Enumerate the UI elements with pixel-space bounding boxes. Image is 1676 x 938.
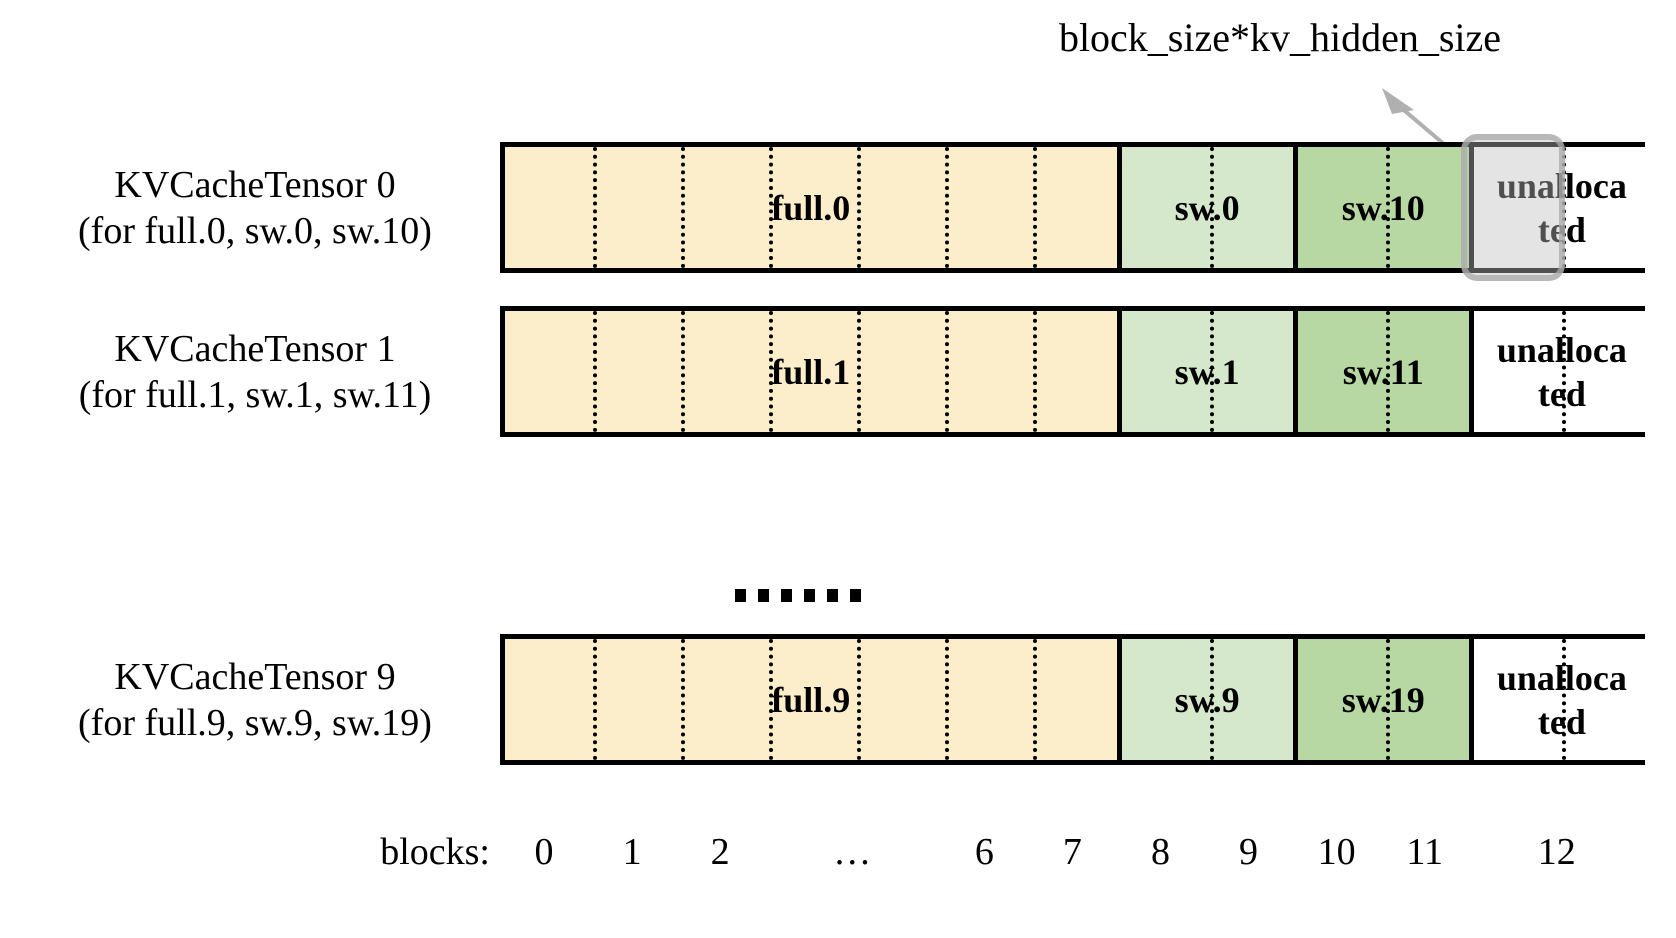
- block-divider: [1209, 639, 1214, 760]
- block-divider: [769, 147, 774, 268]
- block-divider: [945, 147, 950, 268]
- block-divider: [769, 311, 774, 432]
- tensor-row-label: KVCacheTensor 1(for full.1, sw.1, sw.11): [20, 326, 490, 418]
- annotation-label: block_size*kv_hidden_size: [1058, 15, 1502, 60]
- tensor-segment[interactable]: sw.11: [1297, 311, 1474, 432]
- blocks-axis-tick: 8: [1150, 831, 1170, 873]
- block-divider: [593, 311, 598, 432]
- tensor-segment[interactable]: sw.1: [1121, 311, 1298, 432]
- tensor-segment[interactable]: sw.10: [1297, 147, 1474, 268]
- block-divider: [681, 147, 686, 268]
- ellipsis-dot: [758, 589, 769, 602]
- tensor-bar: full.9 sw.9 sw.19 unalloca ted: [500, 634, 1650, 765]
- block-divider: [1385, 311, 1390, 432]
- tensor-segment-label: unalloca ted: [1496, 657, 1627, 742]
- tensor-bar: full.1 sw.1 sw.11 unalloca ted: [500, 306, 1650, 437]
- block-divider: [857, 639, 862, 760]
- block-divider: [769, 639, 774, 760]
- tensor-segment[interactable]: full.9: [505, 639, 1122, 760]
- tensor-segment[interactable]: unalloca ted: [1473, 639, 1650, 760]
- blocks-axis-tick: 6: [974, 831, 994, 873]
- ellipsis-dot: [827, 589, 838, 602]
- tensor-row-label-subtitle: (for full.9, sw.9, sw.19): [78, 701, 432, 744]
- block-divider: [593, 147, 598, 268]
- tensor-segment-label: sw.9: [1174, 679, 1240, 720]
- block-divider: [1209, 311, 1214, 432]
- tensor-row-label: KVCacheTensor 0(for full.0, sw.0, sw.10): [20, 162, 490, 254]
- blocks-axis-title: blocks:: [380, 831, 490, 873]
- block-divider: [1561, 639, 1566, 760]
- ellipsis-dot: [804, 589, 815, 602]
- tensor-segment[interactable]: sw.9: [1121, 639, 1298, 760]
- ellipsis-dot: [850, 589, 861, 602]
- tensor-segment-label: sw.10: [1341, 187, 1425, 228]
- tensor-segment[interactable]: full.1: [505, 311, 1122, 432]
- tensor-segment[interactable]: sw.0: [1121, 147, 1298, 268]
- block-divider: [1209, 147, 1214, 268]
- block-divider: [1385, 639, 1390, 760]
- blocks-axis-tick: 0: [534, 831, 554, 873]
- tensor-segment-label: unalloca ted: [1496, 329, 1627, 414]
- tensor-segment-label: sw.1: [1174, 351, 1240, 392]
- blocks-axis-tick: 10: [1317, 831, 1356, 873]
- blocks-axis-tick: 1: [622, 831, 642, 873]
- tensor-row-label-title: KVCacheTensor 9: [114, 655, 396, 698]
- ellipsis-dot: [781, 589, 792, 602]
- blocks-axis-tick: 7: [1062, 831, 1082, 873]
- blocks-axis-tick: 9: [1239, 831, 1259, 873]
- tensor-segment-label: full.1: [771, 351, 851, 392]
- tensor-row-label-subtitle: (for full.1, sw.1, sw.11): [78, 373, 432, 416]
- block-divider: [1033, 639, 1038, 760]
- tensor-segment-label: unalloca ted: [1496, 165, 1627, 250]
- block-divider: [857, 147, 862, 268]
- tensor-segment-label: sw.19: [1341, 679, 1425, 720]
- block-divider: [681, 311, 686, 432]
- block-divider: [1385, 147, 1390, 268]
- blocks-axis-tick: …: [833, 831, 872, 873]
- tensor-segment[interactable]: full.0: [505, 147, 1122, 268]
- ellipsis-dot: [735, 589, 746, 602]
- rows-ellipsis: [735, 589, 861, 602]
- tensor-segment-label: full.9: [771, 679, 851, 720]
- block-divider: [681, 639, 686, 760]
- blocks-axis-tick: 12: [1537, 831, 1576, 873]
- block-divider: [1033, 311, 1038, 432]
- tensor-segment-label: sw.11: [1342, 351, 1424, 392]
- tensor-bar: full.0 sw.0 sw.10 unalloca ted: [500, 142, 1650, 273]
- block-divider: [945, 639, 950, 760]
- block-divider: [1561, 311, 1566, 432]
- tensor-segment-label: sw.0: [1174, 187, 1240, 228]
- tensor-segment-label: full.0: [771, 187, 851, 228]
- tensor-row-label: KVCacheTensor 9(for full.9, sw.9, sw.19): [20, 654, 490, 746]
- tensor-segment[interactable]: unalloca ted: [1473, 311, 1650, 432]
- block-divider: [593, 639, 598, 760]
- block-divider: [857, 311, 862, 432]
- blocks-axis-tick: 11: [1406, 831, 1443, 873]
- tensor-segment[interactable]: unalloca ted: [1473, 147, 1650, 268]
- tensor-row-label-title: KVCacheTensor 0: [114, 163, 396, 206]
- blocks-axis-tick: 2: [710, 831, 730, 873]
- tensor-row-label-subtitle: (for full.0, sw.0, sw.10): [78, 209, 432, 252]
- tensor-row-label-title: KVCacheTensor 1: [114, 327, 396, 370]
- tensor-segment[interactable]: sw.19: [1297, 639, 1474, 760]
- block-divider: [945, 311, 950, 432]
- block-divider: [1033, 147, 1038, 268]
